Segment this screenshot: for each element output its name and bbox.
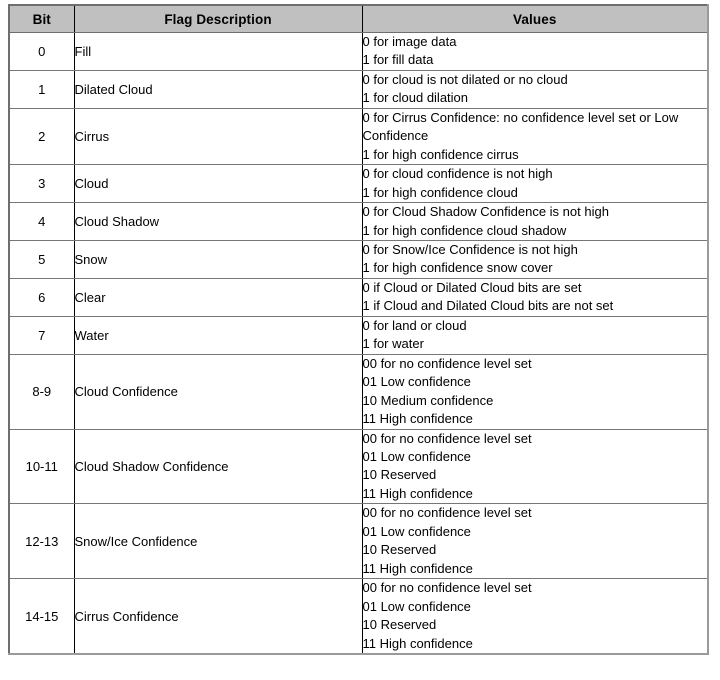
cell-bit: 14-15 [9, 578, 75, 654]
value-line: 0 for Cloud Shadow Confidence is not hig… [362, 204, 609, 220]
cell-values: 00 for no confidence level set 01 Low con… [362, 354, 708, 430]
value-line: 01 Low confidence [362, 374, 471, 390]
cell-bit: 8-9 [9, 354, 75, 430]
cell-values: 00 for no confidence level set 01 Low con… [362, 503, 708, 580]
cell-flag-description: Cloud Confidence [74, 354, 363, 430]
value-line: 01 Low confidence [362, 523, 471, 539]
value-line: 10 Reserved [362, 542, 437, 558]
value-line: 0 for Cirrus Confidence: no confidence l… [362, 109, 679, 144]
table-header: Bit Flag Description Values [9, 5, 708, 33]
cell-flag-description: Water [74, 316, 363, 355]
value-line: 11 High confidence [362, 485, 473, 501]
value-line: 1 for high confidence snow cover [362, 260, 553, 276]
value-line: 11 High confidence [362, 411, 473, 427]
cell-flag-description: Cloud [74, 164, 363, 204]
cell-bit: 7 [9, 316, 75, 355]
value-line: 10 Reserved [362, 617, 437, 633]
value-line: 1 for water [362, 336, 424, 352]
value-line: 00 for no confidence level set [362, 430, 532, 446]
value-line: 1 for high confidence cloud shadow [362, 222, 567, 238]
cell-flag-description: Cirrus Confidence [74, 578, 363, 654]
header-row: Bit Flag Description Values [9, 5, 708, 33]
value-line: 10 Medium confidence [362, 392, 494, 408]
cell-bit: 0 [9, 32, 75, 71]
cell-bit: 1 [9, 70, 75, 109]
value-line: 11 High confidence [362, 635, 473, 651]
cell-bit: 3 [9, 164, 75, 204]
value-line: 0 for Snow/Ice Confidence is not high [362, 241, 578, 257]
value-line: 00 for no confidence level set [362, 505, 532, 521]
cell-flag-description: Cloud Shadow Confidence [74, 429, 363, 505]
cell-bit: 6 [9, 278, 75, 317]
value-line: 0 if Cloud or Dilated Cloud bits are set [362, 279, 582, 295]
value-line: 1 for high confidence cirrus [362, 146, 519, 162]
value-line: 1 if Cloud and Dilated Cloud bits are no… [362, 298, 614, 314]
cell-flag-description: Clear [74, 278, 363, 317]
cell-values: 0 if Cloud or Dilated Cloud bits are set… [362, 278, 708, 317]
cell-flag-description: Snow [74, 240, 363, 279]
cell-values: 0 for Snow/Ice Confidence is not high 1 f… [362, 240, 708, 279]
cell-bit: 10-11 [9, 429, 75, 505]
value-line: 00 for no confidence level set [362, 580, 532, 596]
cell-flag-description: Cloud Shadow [74, 202, 363, 241]
value-line: 11 High confidence [362, 560, 473, 576]
value-line: 01 Low confidence [362, 448, 471, 464]
value-line: 0 for land or cloud [362, 317, 467, 333]
cell-values: 00 for no confidence level set 01 Low con… [362, 429, 708, 505]
column-header-values: Values [362, 5, 708, 33]
value-line: 01 Low confidence [362, 598, 471, 614]
column-header-bit: Bit [9, 5, 75, 33]
cell-bit: 12-13 [9, 503, 75, 580]
cell-flag-description: Cirrus [74, 108, 363, 166]
cell-values: 0 for Cloud Shadow Confidence is not hig… [362, 202, 708, 241]
value-line: 1 for high confidence cloud [362, 184, 518, 200]
value-line: 0 for image data [362, 34, 457, 49]
value-line: 1 for fill data [362, 52, 434, 68]
cell-values: 0 for cloud is not dilated or no cloud 1 … [362, 70, 708, 109]
cell-flag-description: Dilated Cloud [74, 70, 363, 109]
cell-flag-description: Fill [74, 32, 363, 71]
cell-bit: 2 [9, 108, 75, 166]
cell-values: 0 for cloud confidence is not high 1 for … [362, 164, 708, 204]
value-line: 1 for cloud dilation [362, 90, 469, 106]
value-line: 00 for no confidence level set [362, 355, 532, 371]
cell-values: 00 for no confidence level set 01 Low con… [362, 579, 708, 654]
cell-values: 0 for image data 1 for fill data [362, 32, 708, 71]
value-line: 0 for cloud is not dilated or no cloud [362, 71, 568, 87]
cell-bit: 5 [9, 240, 75, 279]
cell-flag-description: Snow/Ice Confidence [74, 503, 363, 580]
value-line: 0 for cloud confidence is not high [362, 166, 553, 182]
cell-bit: 4 [9, 202, 75, 241]
cell-values: 0 for Cirrus Confidence: no confidence l… [362, 108, 708, 166]
column-header-flag-description: Flag Description [74, 5, 363, 33]
cell-values: 0 for land or cloud 1 for water [362, 316, 708, 355]
value-line: 10 Reserved [362, 467, 437, 483]
